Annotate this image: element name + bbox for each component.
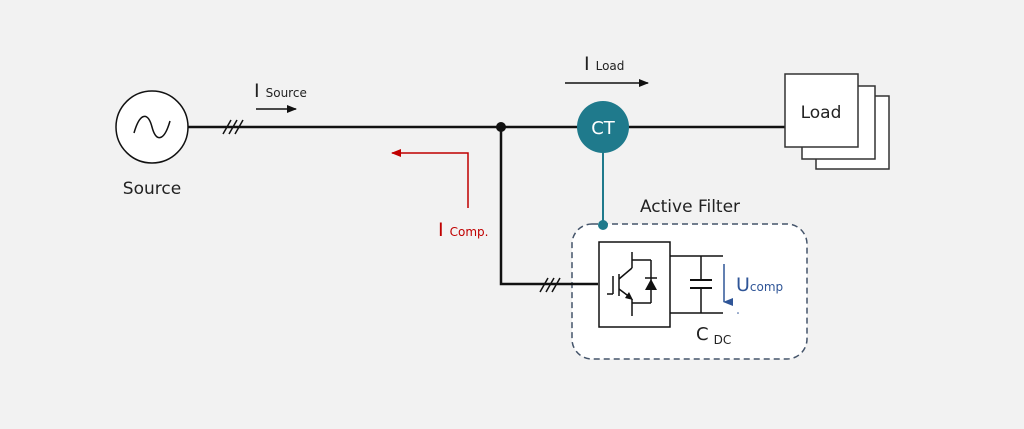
ct-label: CT [591, 118, 616, 139]
diode-icon [645, 279, 657, 290]
source-symbol [115, 90, 189, 164]
ct-signal-node [598, 220, 608, 230]
u-comp-label: Ucomp [736, 274, 783, 296]
u-comp-dot [737, 312, 739, 314]
ct-sensor [577, 101, 629, 153]
load-label: Load [801, 103, 842, 123]
three-phase-marker [222, 119, 244, 135]
igbt-icon [607, 252, 657, 316]
igbt-emitter-arrow [625, 292, 633, 300]
source-label: Source [123, 179, 181, 199]
filter-branch-line [499, 127, 598, 286]
load-stack [784, 73, 890, 170]
active-filter-title: Active Filter [640, 197, 740, 217]
three-phase-marker-filter [539, 277, 561, 293]
ac-sine-icon [133, 115, 171, 139]
i-comp-arrow [391, 149, 469, 208]
inverter-box [598, 241, 671, 328]
capacitor-icon [690, 279, 712, 289]
dc-link [670, 255, 723, 314]
